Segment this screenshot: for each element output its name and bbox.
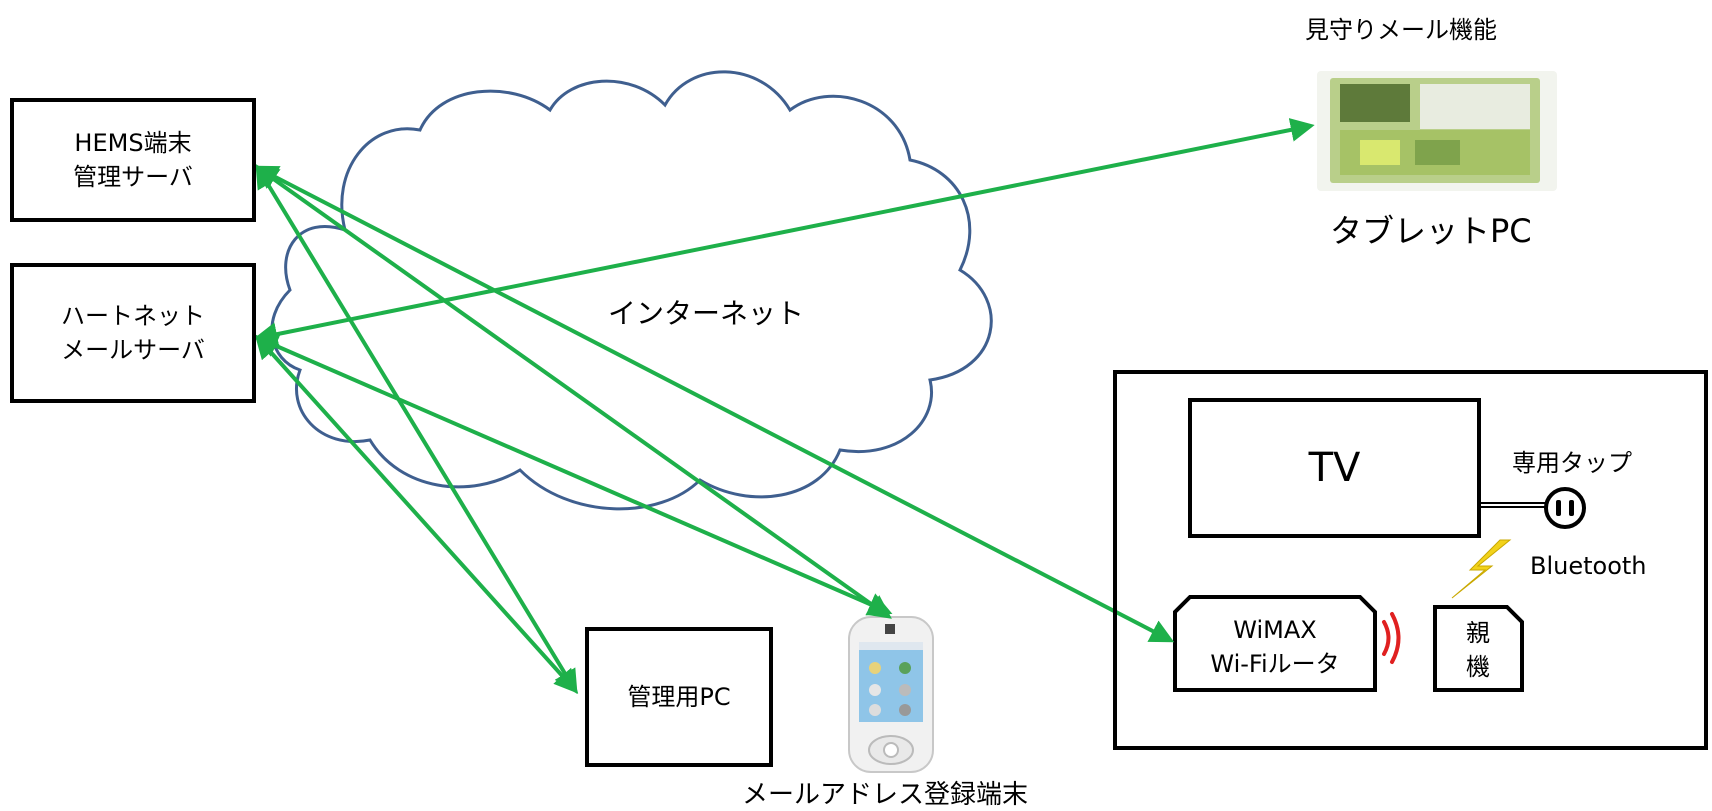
base-unit-box	[1433, 605, 1524, 692]
tablet-label: タブレットPC	[1330, 212, 1532, 250]
heartnet-server-label-line1: ハートネット	[61, 302, 205, 330]
wimax-router-box	[1173, 595, 1377, 692]
power-tap-icon	[1544, 487, 1586, 529]
router-label-line2: Wi-Fiルータ	[1210, 650, 1340, 678]
router-label: WiMAX Wi-Fiルータ	[1178, 613, 1372, 681]
hems-server-label-line1: HEMS端末	[74, 129, 192, 157]
watch-mail-feature-label: 見守りメール機能	[1305, 16, 1497, 44]
hems-server-label-line2: 管理サーバ	[73, 163, 193, 191]
router-label-line1: WiMAX	[1233, 616, 1317, 644]
heartnet-mail-server-box: ハートネット メールサーバ	[10, 263, 256, 403]
connection-arrows	[253, 118, 1315, 695]
tv-box: TV	[1188, 398, 1481, 538]
arrow-mail-to-adminpc	[254, 334, 579, 694]
tablet-image	[1317, 71, 1557, 191]
bluetooth-label: Bluetooth	[1530, 552, 1647, 580]
tv-label: TV	[1308, 445, 1361, 491]
phone-label: メールアドレス登録端末	[742, 780, 1029, 810]
home-enclosure	[1113, 370, 1708, 750]
internet-label: インターネット	[608, 297, 805, 330]
bluetooth-bolt-icon	[1451, 539, 1512, 599]
heartnet-server-label-line2: メールサーバ	[61, 336, 205, 364]
admin-pc-label: 管理用PC	[627, 683, 731, 711]
wireless-signal-icon	[1382, 612, 1401, 664]
smartphone-image	[848, 616, 934, 773]
arrow-mail-to-tablet	[253, 118, 1315, 346]
admin-pc-box: 管理用PC	[585, 627, 773, 767]
hems-server-box: HEMS端末 管理サーバ	[10, 98, 256, 222]
tap-label: 専用タップ	[1512, 449, 1632, 477]
base-unit-label: 親 機	[1436, 616, 1520, 684]
base-unit-label-line2: 機	[1466, 653, 1490, 681]
base-unit-label-line1: 親	[1466, 619, 1490, 647]
internet-cloud	[270, 70, 993, 511]
